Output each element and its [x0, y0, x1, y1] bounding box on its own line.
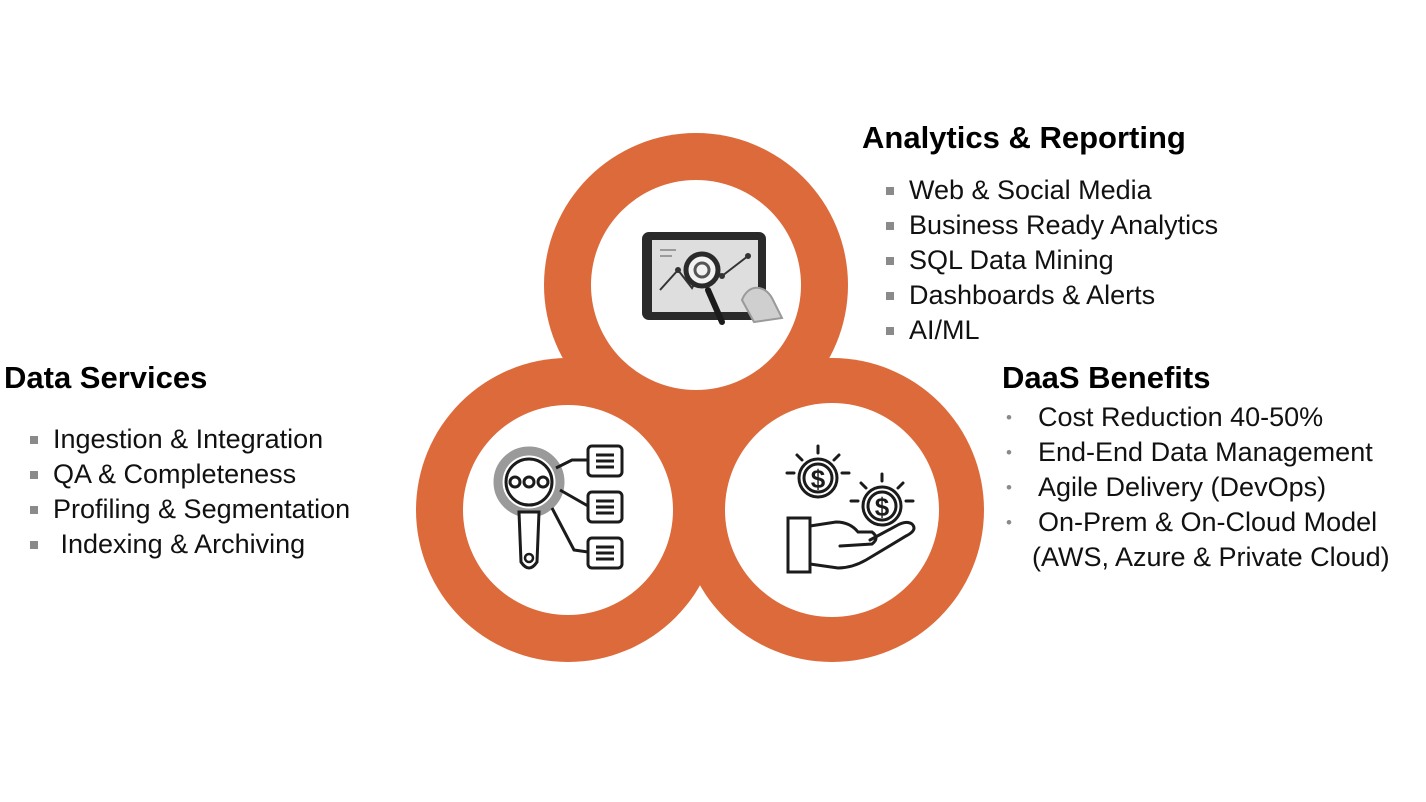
- list-item: Ingestion & Integration: [28, 422, 350, 457]
- ring-left-inner: [463, 405, 673, 615]
- list-item: SQL Data Mining: [884, 243, 1218, 278]
- data-services-list: Ingestion & Integration QA & Completenes…: [28, 422, 350, 562]
- daas-benefits-section: DaaS Benefits Cost Reduction 40-50% End-…: [1002, 360, 1390, 575]
- data-search-icon: [493, 444, 624, 570]
- tablet-analytics-icon: [642, 232, 784, 325]
- list-item: AI/ML: [884, 313, 1218, 348]
- svg-text:$: $: [875, 492, 890, 522]
- data-services-title: Data Services: [4, 360, 208, 395]
- ring-right-inner: [725, 403, 939, 617]
- analytics-list: Web & Social Media Business Ready Analyt…: [884, 173, 1218, 348]
- hand-money-icon: $ $: [785, 444, 916, 574]
- list-item: Cost Reduction 40-50%: [1002, 400, 1390, 435]
- list-item: Agile Delivery (DevOps): [1002, 470, 1390, 505]
- list-item: Indexing & Archiving: [28, 527, 350, 562]
- daas-list: Cost Reduction 40-50% End-End Data Manag…: [1002, 400, 1390, 575]
- list-item: On-Prem & On-Cloud Model: [1002, 505, 1390, 540]
- analytics-reporting-section: Analytics & Reporting Web & Social Media…: [862, 120, 1218, 348]
- daas-title: DaaS Benefits: [1002, 360, 1211, 395]
- list-item: End-End Data Management: [1002, 435, 1390, 470]
- list-item: Dashboards & Alerts: [884, 278, 1218, 313]
- list-item: QA & Completeness: [28, 457, 350, 492]
- data-services-section: Data Services Ingestion & Integration QA…: [4, 360, 350, 562]
- analytics-title: Analytics & Reporting: [862, 120, 1186, 155]
- list-item: Profiling & Segmentation: [28, 492, 350, 527]
- list-item: Business Ready Analytics: [884, 208, 1218, 243]
- svg-text:$: $: [811, 464, 826, 494]
- list-item-continuation: (AWS, Azure & Private Cloud): [1032, 542, 1390, 572]
- list-item: Web & Social Media: [884, 173, 1218, 208]
